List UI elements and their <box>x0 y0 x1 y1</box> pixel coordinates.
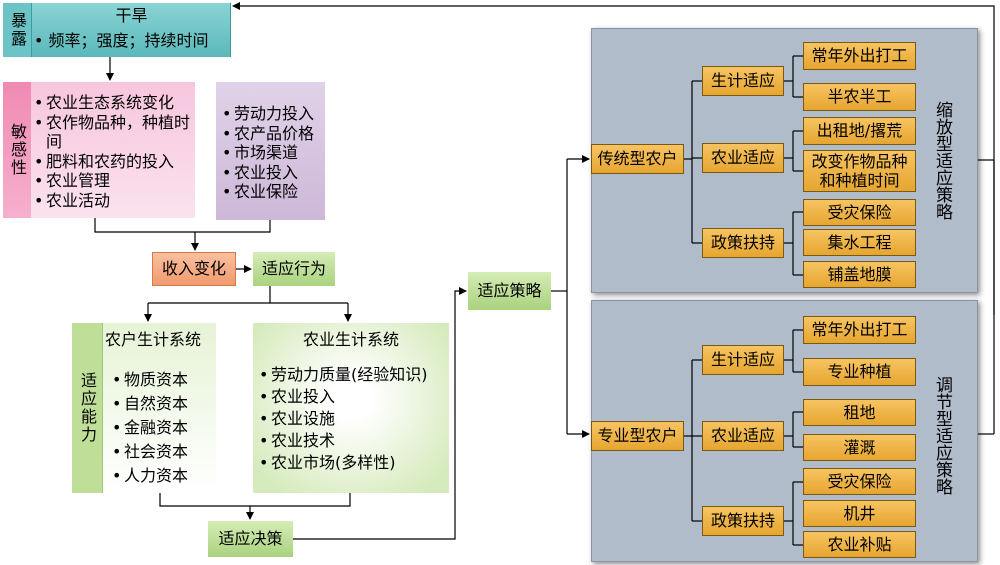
agriculture-title: 农业生计系统 <box>302 330 399 349</box>
sensitivity-label: 敏感性 <box>8 123 27 177</box>
list-item: 自然资本 <box>112 392 216 416</box>
household-title: 农户生计系统 <box>105 330 202 349</box>
list-item: 农业投入 <box>222 163 326 183</box>
traditional-policy-item: 受灾保险 <box>803 199 916 226</box>
sensitivity-left-list: 农业生态系统变化 农作物品种，种植时间 肥料和农药的投入 农业管理 农业活动 <box>34 93 196 210</box>
specialized-strategy-label: 调节型适应策略 <box>932 375 952 495</box>
specialized-policy-item: 受灾保险 <box>803 468 916 495</box>
specialized-policy-box: 政策扶持 <box>702 506 784 536</box>
traditional-agriculture-item: 改变作物品种和种植时间 <box>803 150 916 192</box>
exposure-item: • 频率；强度；持续时间 <box>34 31 209 50</box>
specialized-policy-item: 农业补贴 <box>803 531 916 558</box>
specialized-livelihood-item: 专业种植 <box>803 358 916 386</box>
exposure-label-cell: 暴露 <box>3 3 32 57</box>
exposure-block <box>3 3 231 57</box>
traditional-farmer-box: 传统型农户 <box>591 144 684 174</box>
traditional-livelihood-item: 半农半工 <box>803 83 916 111</box>
list-item: 农业活动 <box>34 191 196 211</box>
specialized-livelihood-box: 生计适应 <box>702 345 784 375</box>
traditional-agriculture-item: 出租地/撂荒 <box>803 117 916 145</box>
specialized-farmer-box: 专业型农户 <box>591 421 684 451</box>
list-item: 农产品价格 <box>222 124 326 144</box>
list-item: 物质资本 <box>112 368 216 392</box>
traditional-policy-item: 集水工程 <box>803 229 916 256</box>
adaptive-capacity-label-cell: 适应能力 <box>72 323 103 493</box>
list-item: 农业投入 <box>259 386 451 408</box>
traditional-policy-item: 铺盖地膜 <box>803 261 916 288</box>
list-item: 劳动力质量(经验知识) <box>259 364 451 386</box>
income-change-box: 收入变化 <box>152 252 236 286</box>
adaptive-behavior-box: 适应行为 <box>253 252 335 286</box>
list-item: 社会资本 <box>112 440 216 464</box>
list-item: 农业市场(多样性) <box>259 452 451 474</box>
list-item: 肥料和农药的投入 <box>34 152 196 172</box>
traditional-agriculture-box: 农业适应 <box>702 143 784 173</box>
specialized-strategy-label-cell: 调节型适应策略 <box>922 335 962 535</box>
specialized-livelihood-item: 常年外出打工 <box>803 316 916 344</box>
list-item: 农业保险 <box>222 182 326 202</box>
list-item: 农业生态系统变化 <box>34 93 196 113</box>
specialized-agriculture-item: 灌溉 <box>803 434 916 461</box>
list-item: 劳动力投入 <box>222 104 326 124</box>
adaptive-decision-box: 适应决策 <box>208 521 293 557</box>
household-list: 物质资本 自然资本 金融资本 社会资本 人力资本 <box>112 368 216 488</box>
exposure-label: 暴露 <box>8 12 27 48</box>
specialized-policy-item: 机井 <box>803 500 916 527</box>
list-item: 人力资本 <box>112 464 216 488</box>
specialized-agriculture-box: 农业适应 <box>702 421 784 451</box>
sensitivity-right-list: 劳动力投入 农产品价格 市场渠道 农业投入 农业保险 <box>222 104 326 202</box>
traditional-livelihood-item: 常年外出打工 <box>803 42 916 70</box>
list-item: 金融资本 <box>112 416 216 440</box>
specialized-agriculture-item: 租地 <box>803 399 916 426</box>
agriculture-list: 劳动力质量(经验知识) 农业投入 农业设施 农业技术 农业市场(多样性) <box>259 364 451 474</box>
exposure-title: 干旱 <box>115 6 148 25</box>
list-item: 农作物品种，种植时间 <box>34 113 196 152</box>
adaptive-capacity-label: 适应能力 <box>78 372 97 444</box>
sensitivity-label-cell: 敏感性 <box>3 82 31 218</box>
traditional-strategy-label: 缩放型适应策略 <box>932 100 952 220</box>
list-item: 农业设施 <box>259 408 451 430</box>
adaptive-strategy-box: 适应策略 <box>468 272 551 310</box>
list-item: 农业技术 <box>259 430 451 452</box>
traditional-livelihood-box: 生计适应 <box>702 66 784 96</box>
traditional-policy-box: 政策扶持 <box>702 228 784 258</box>
list-item: 市场渠道 <box>222 143 326 163</box>
list-item: 农业管理 <box>34 171 196 191</box>
traditional-strategy-label-cell: 缩放型适应策略 <box>922 60 962 260</box>
